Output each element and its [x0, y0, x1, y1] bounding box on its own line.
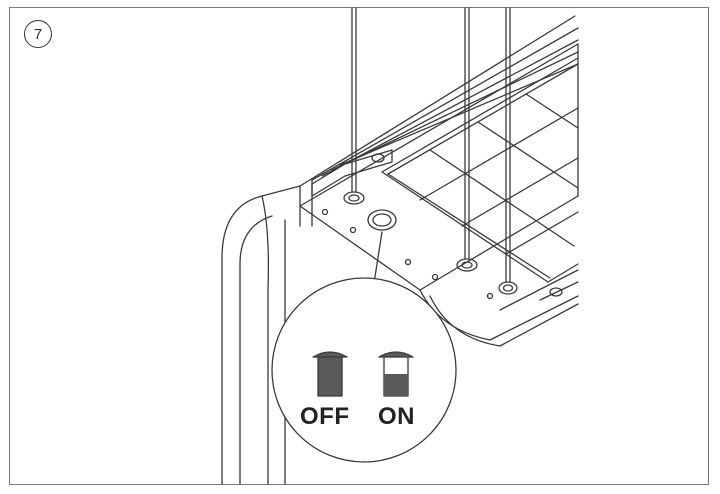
- suspension-rods: [343, 7, 518, 295]
- plate-screws: [321, 208, 494, 300]
- right-corner: [419, 269, 579, 347]
- step-number-badge: 7: [24, 20, 52, 48]
- off-switch-detail: [312, 351, 348, 397]
- on-switch-detail: [378, 351, 414, 397]
- figure-frame: [9, 7, 709, 485]
- unit-body: [221, 179, 313, 485]
- mounting-plate: [299, 43, 579, 291]
- off-label: OFF: [300, 403, 350, 430]
- hinge-bracket: [311, 149, 393, 197]
- callout-circle: [271, 277, 457, 463]
- plate-switch: [367, 209, 397, 231]
- step-number: 7: [33, 25, 43, 43]
- on-label: ON: [378, 403, 415, 430]
